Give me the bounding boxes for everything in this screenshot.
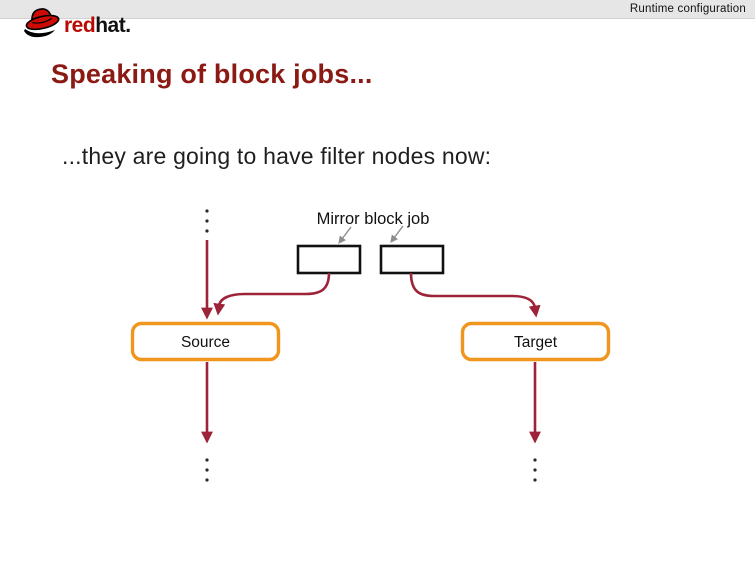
source-node-label: Source [181, 334, 230, 351]
source-node-box [130, 321, 281, 362]
logo-text-hat: hat. [95, 14, 131, 37]
slide-body-text: ...they are going to have filter nodes n… [62, 143, 492, 169]
mirror-block-job-label: Mirror block job [317, 210, 430, 228]
ellipsis-top-source [205, 209, 209, 233]
redhat-wordmark: redhat. [64, 14, 131, 38]
arrow-right-filter-to-target [409, 272, 541, 318]
arrow-left-filter-to-source [213, 272, 331, 316]
ellipsis-bottom-source [205, 458, 209, 482]
slide-title: Speaking of block jobs... [51, 59, 373, 89]
label-pointer-left-arrow [338, 226, 352, 244]
redhat-fedora-icon [24, 8, 60, 38]
target-node-label: Target [514, 334, 558, 351]
source-node: Source [130, 321, 281, 362]
header-label: Runtime configuration [629, 3, 746, 15]
filter-node-box-right [379, 244, 445, 275]
label-pointer-right-arrow [390, 225, 404, 243]
header-bar: Runtime configuration [0, 0, 755, 19]
redhat-logo: redhat. [22, 3, 131, 39]
target-node-box [460, 321, 611, 362]
filter-node-box-left [296, 244, 362, 275]
ellipsis-bottom-target [533, 458, 537, 482]
logo-text-red: red [64, 14, 96, 37]
target-node: Target [460, 321, 611, 362]
